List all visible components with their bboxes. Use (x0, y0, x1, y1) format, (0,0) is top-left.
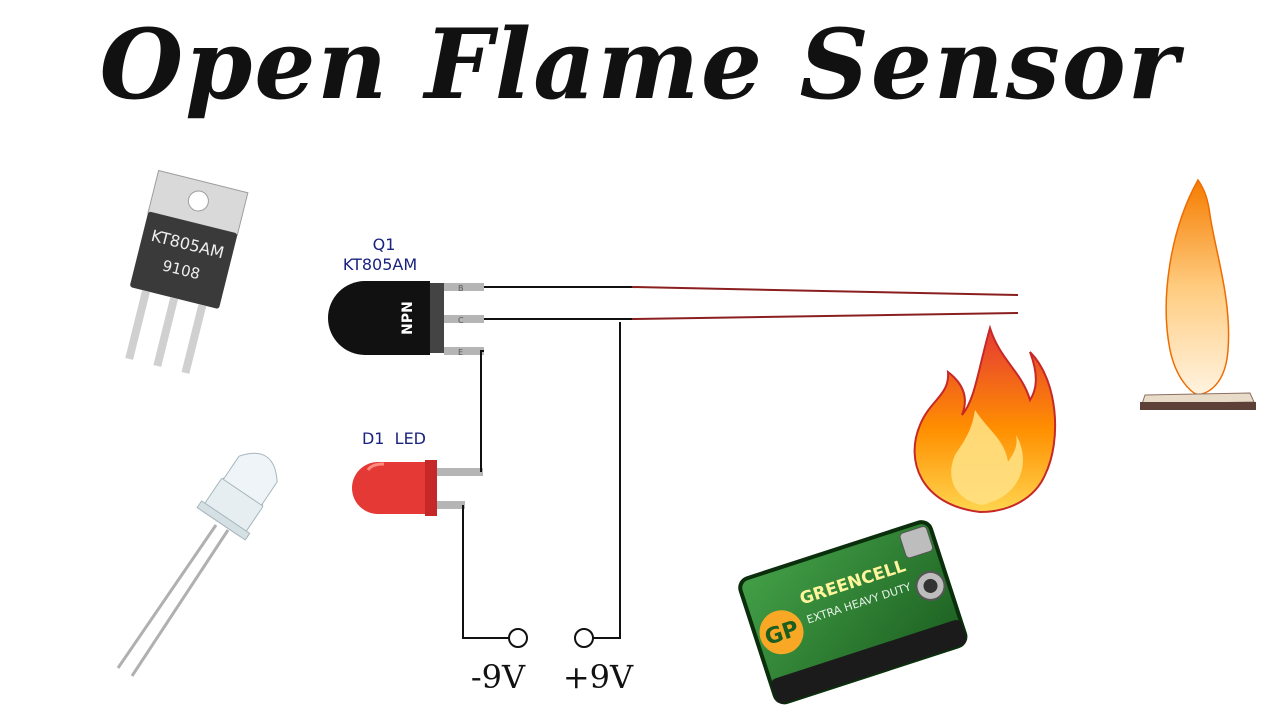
to220-transistor-photo: KT805AM 9108 (125, 169, 249, 374)
circuit-wires (462, 286, 632, 639)
transistor-part: KT805AM (343, 255, 417, 274)
led-d1 (352, 460, 483, 516)
pin-label-c: C (458, 316, 464, 325)
transistor-q1: NPN B C E (328, 281, 484, 357)
transistor-ref: Q1 (373, 235, 396, 254)
fire-illustration (913, 324, 1057, 514)
led-ref-label: D1 LED (362, 429, 426, 448)
pin-label-b: B (458, 284, 464, 293)
diagram-title: Open Flame Sensor (99, 8, 1181, 121)
sensor-wires (631, 286, 1019, 320)
battery-9v-photo: GP GREENCELL EXTRA HEAVY DUTY (738, 520, 968, 705)
pin-label-e: E (458, 348, 463, 357)
terminal-positive-label: +9V (563, 658, 634, 696)
terminal-positive (574, 628, 594, 648)
candle-flame-illustration (1140, 178, 1256, 410)
terminal-negative-label: -9V (471, 658, 526, 696)
transistor-type-label: NPN (400, 301, 416, 335)
terminal-negative (508, 628, 528, 648)
battery-logo-badge (759, 610, 804, 655)
led-photo (116, 452, 278, 677)
